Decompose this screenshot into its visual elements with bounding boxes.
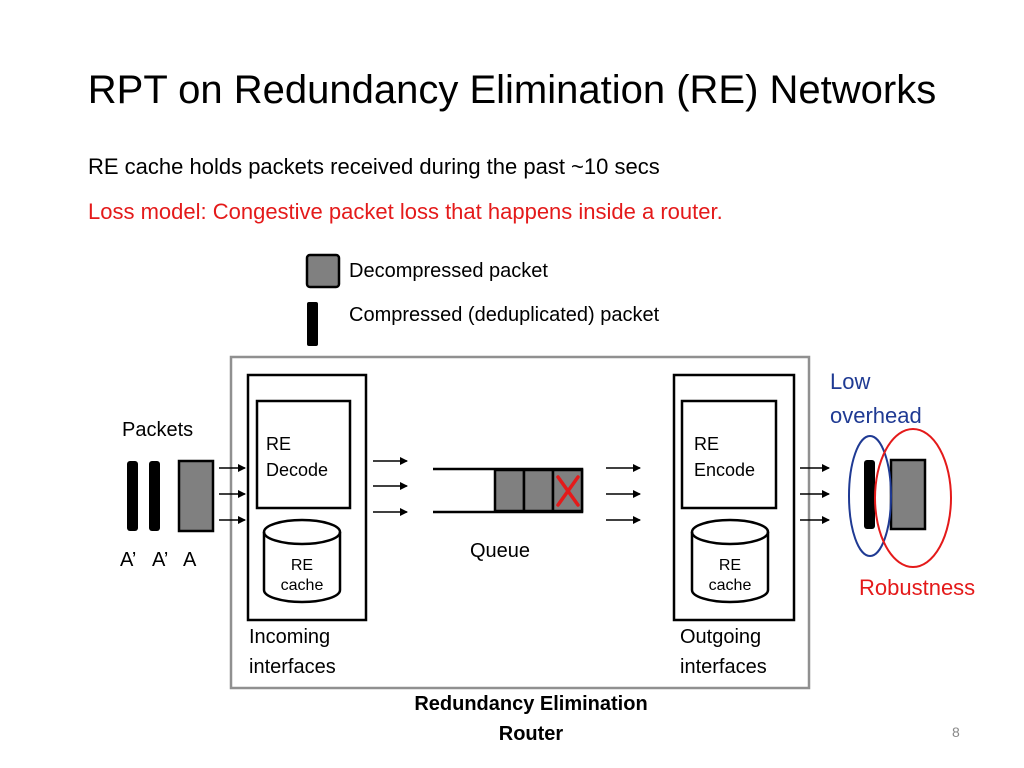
queue-packet-1 xyxy=(493,468,526,513)
re-decode-label-line2: Decode xyxy=(266,460,329,480)
packet-loss-x-icon xyxy=(556,475,580,507)
robustness-ellipse xyxy=(874,428,952,568)
incoming-cache-label-line1: RE xyxy=(290,557,314,574)
outgoing-cache-label-line1: RE xyxy=(718,557,742,574)
router-caption-line2: Router xyxy=(498,723,564,745)
incoming-re-cache-rim xyxy=(262,531,342,546)
packet-label-a-prime-2: A’ xyxy=(152,549,169,571)
outgoing-interfaces-label-line2: interfaces xyxy=(680,656,767,678)
incoming-interfaces-label-line2: interfaces xyxy=(249,656,336,678)
router-caption: Redundancy Elimination Router xyxy=(394,689,668,749)
packet-a-prime-1 xyxy=(127,461,138,531)
incoming-re-cache-cylinder xyxy=(262,518,342,604)
re-decode-label-line1: RE xyxy=(266,434,292,454)
outgoing-re-cache-rim xyxy=(690,531,770,546)
queue-label: Queue xyxy=(470,540,531,562)
output-decompressed-packet xyxy=(889,458,927,531)
re-decode-box xyxy=(255,399,352,510)
incoming-interfaces-label-line1: Incoming xyxy=(249,626,331,648)
packet-label-a-prime-1: A’ xyxy=(120,549,137,571)
packet-a xyxy=(177,459,215,533)
bullet-loss-model: Loss model: Congestive packet loss that … xyxy=(88,199,723,224)
output-compressed-packet xyxy=(864,460,875,529)
slide-title: RPT on Redundancy Elimination (RE) Netwo… xyxy=(87,68,937,112)
packets-label: Packets xyxy=(122,419,194,441)
re-encode-box xyxy=(680,399,778,510)
robustness-label: Robustness xyxy=(859,575,976,600)
page-number: 8 xyxy=(952,724,960,740)
legend-compressed-packet-shape xyxy=(307,302,318,346)
re-encode-label-line1: RE xyxy=(694,434,720,454)
bullet-re-cache: RE cache holds packets received during t… xyxy=(88,154,660,179)
legend-decompressed-packet-shape xyxy=(305,253,341,289)
low-overhead-ellipse xyxy=(848,435,892,557)
outgoing-cache-label-line2: cache xyxy=(708,577,752,594)
legend-compressed-label: Compressed (deduplicated) packet xyxy=(349,304,660,326)
incoming-cache-label-line2: cache xyxy=(280,577,324,594)
queue-packet-2 xyxy=(522,468,555,513)
low-overhead-label-line1: Low xyxy=(830,369,871,394)
packet-label-a: A xyxy=(183,549,197,571)
packet-a-prime-2 xyxy=(149,461,160,531)
legend-decompressed-label: Decompressed packet xyxy=(349,260,548,282)
router-caption-line1: Redundancy Elimination xyxy=(414,693,648,715)
re-encode-label-line2: Encode xyxy=(694,460,756,480)
outgoing-interfaces-label-line1: Outgoing xyxy=(680,626,762,648)
outgoing-re-cache-cylinder xyxy=(690,518,770,604)
low-overhead-label-line2: overhead xyxy=(830,403,922,428)
